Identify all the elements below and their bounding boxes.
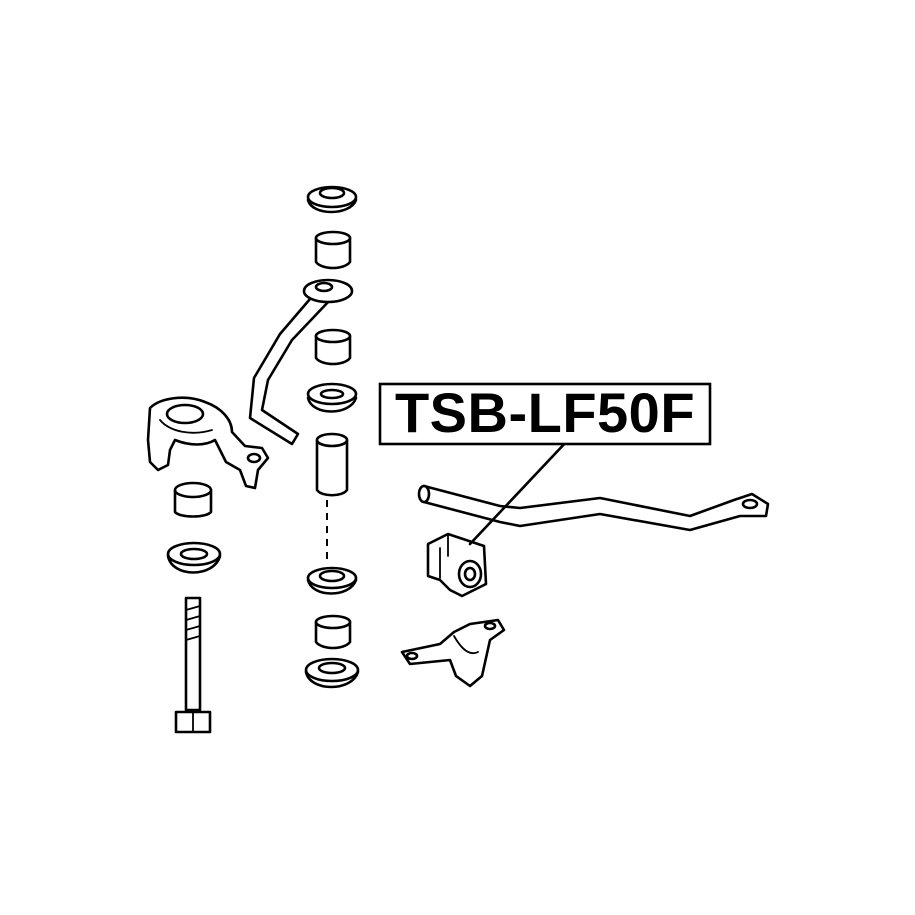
part-number-callout: TSB-LF50F <box>378 381 712 446</box>
left-bushing-upper <box>173 481 213 518</box>
center-bushing-1 <box>314 230 352 270</box>
callout-frame <box>378 382 712 446</box>
link-end-eye <box>302 278 354 304</box>
center-cup-washer-3 <box>306 566 358 595</box>
center-cup-washer-2 <box>306 382 358 413</box>
callout-leader-line <box>468 438 570 546</box>
lower-arm-bracket <box>146 396 270 490</box>
long-bolt <box>174 596 212 734</box>
center-bottom-washer <box>304 657 360 689</box>
center-sleeve <box>315 432 349 497</box>
center-top-washer <box>306 185 358 214</box>
part-number-label: TSB-LF50F <box>395 381 695 444</box>
center-bushing-3 <box>314 614 352 650</box>
stabilizer-bar <box>417 484 770 532</box>
bushing-bracket <box>400 618 506 688</box>
stabilizer-bar-bushing <box>426 532 488 598</box>
stabilizer-link-rod <box>248 290 332 446</box>
left-cup-washer <box>166 541 222 574</box>
center-bushing-2 <box>314 328 352 366</box>
